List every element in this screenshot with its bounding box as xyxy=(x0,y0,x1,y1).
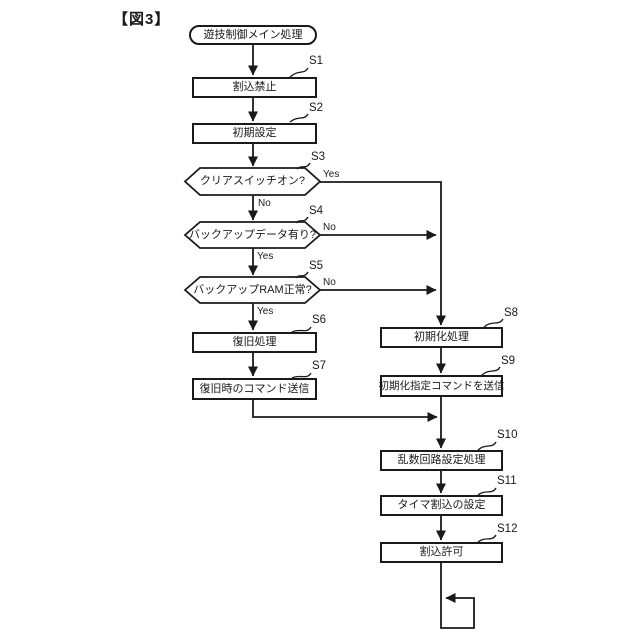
step-tag-s7: S7 xyxy=(312,360,327,372)
decision-shape-s5 xyxy=(183,276,322,304)
step-tag-s2: S2 xyxy=(309,102,324,114)
edge-s3-s8-yes xyxy=(320,181,446,326)
node-s8-process: 初期化処理 xyxy=(380,327,503,348)
branch-label-s5-no: No xyxy=(323,277,336,288)
step-tag-s4: S4 xyxy=(309,205,324,217)
decision-shape-s3 xyxy=(183,167,322,196)
step-tag-s6: S6 xyxy=(312,314,327,326)
branch-label-s4-yes: Yes xyxy=(257,251,274,262)
step-tag-s10: S10 xyxy=(497,429,518,441)
edge-s7-merge xyxy=(252,400,438,422)
node-s2-process: 初期設定 xyxy=(192,123,317,144)
figure-title: 【図3】 xyxy=(113,11,171,28)
node-s4-decision: バックアップデータ有り? xyxy=(188,228,317,241)
branch-label-s3-yes: Yes xyxy=(323,169,340,180)
step-tag-s12: S12 xyxy=(497,523,518,535)
node-s9-process: 初期化指定コマンドを送信 xyxy=(379,375,505,397)
node-s6-process: 復旧処理 xyxy=(192,332,317,353)
step-tag-s1: S1 xyxy=(309,55,324,67)
node-s7-process: 復旧時のコマンド送信 xyxy=(192,378,317,400)
branch-label-s4-no: No xyxy=(323,222,336,233)
node-s5-decision: バックアップRAM正常? xyxy=(193,283,312,296)
node-s10-process: 乱数回路設定処理 xyxy=(380,450,503,471)
node-s1-process: 割込禁止 xyxy=(192,77,317,98)
step-tag-s3: S3 xyxy=(311,151,326,163)
decision-shape-s4 xyxy=(183,221,322,249)
step-tag-leaders xyxy=(289,67,504,543)
step-tag-s11: S11 xyxy=(497,475,517,487)
step-tag-s5: S5 xyxy=(309,260,324,272)
step-tag-s9: S9 xyxy=(501,355,516,367)
edge-s12-loop xyxy=(440,562,475,629)
branch-label-s5-yes: Yes xyxy=(257,306,274,317)
node-s12-process: 割込許可 xyxy=(380,542,503,563)
step-tag-s8: S8 xyxy=(504,307,519,319)
branch-label-s3-no: No xyxy=(258,198,271,209)
node-s3-decision: クリアスイッチオン? xyxy=(199,175,306,187)
node-s11-process: タイマ割込の設定 xyxy=(380,495,503,516)
node-start: 遊技制御メイン処理 xyxy=(189,25,317,45)
